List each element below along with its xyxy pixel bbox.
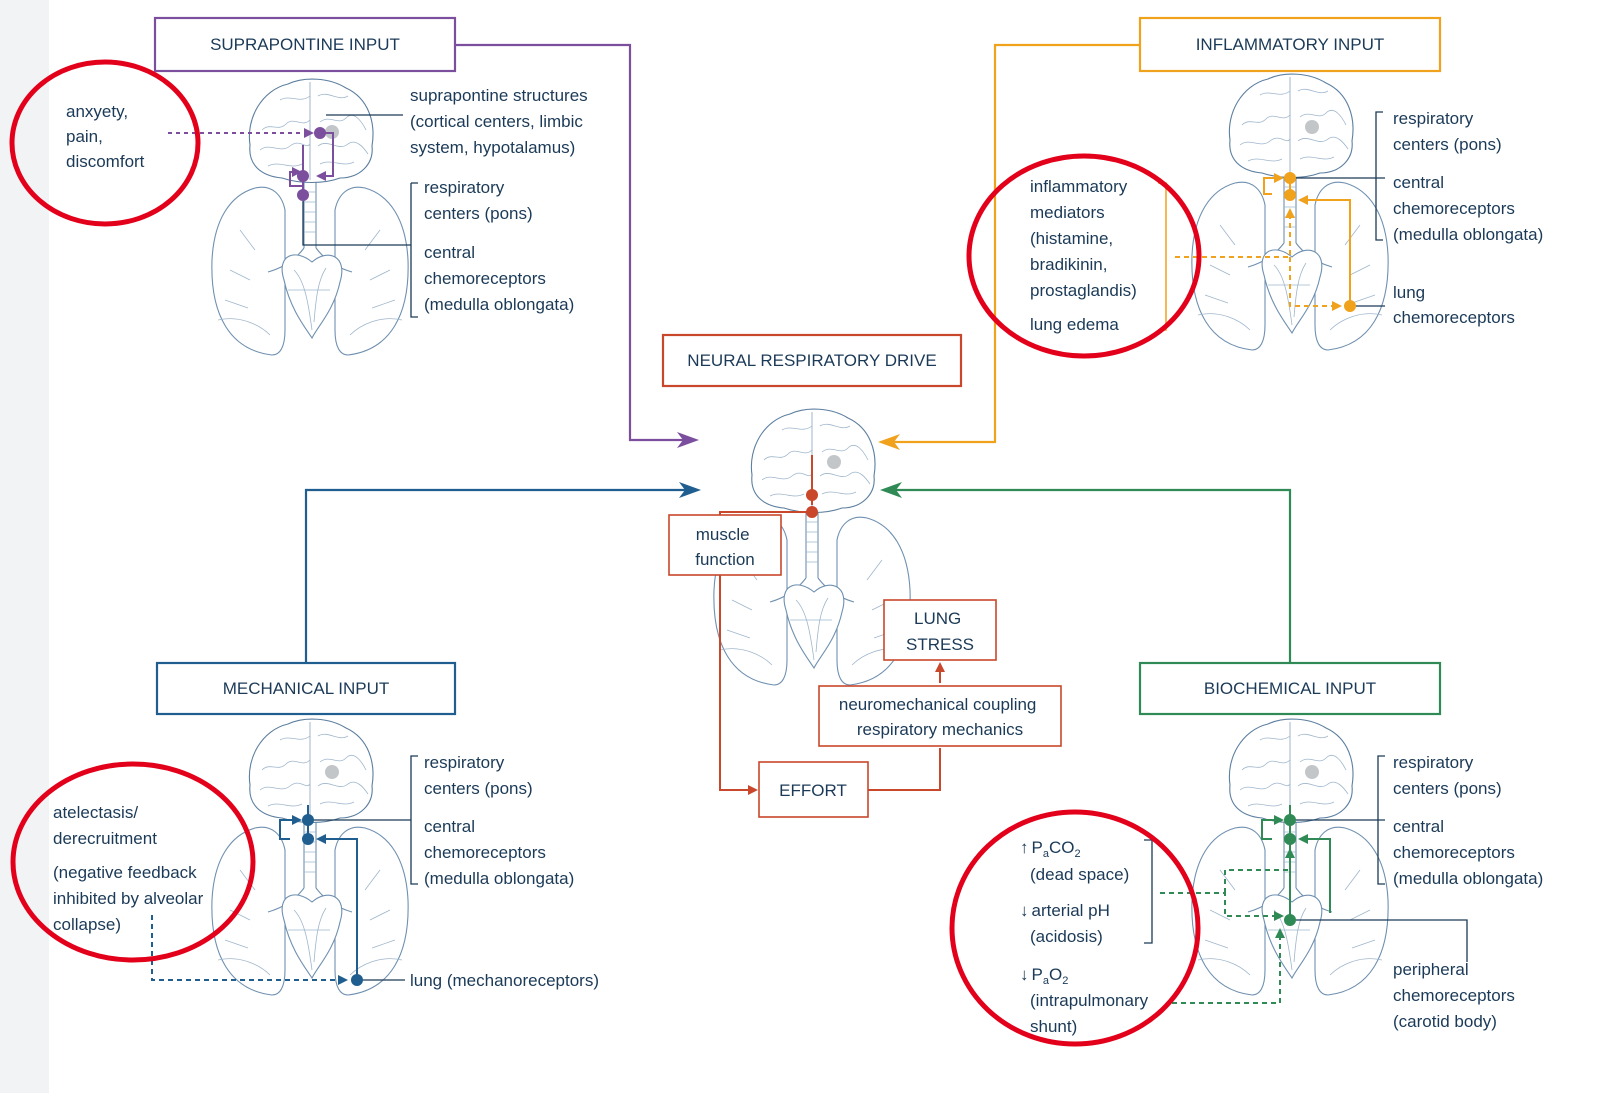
pons-node bbox=[297, 170, 309, 182]
biochemical-input-box bbox=[1138, 661, 1442, 716]
supra-chemo-label: central chemoreceptors (medulla oblongat… bbox=[424, 243, 574, 314]
highlight-circle-mediators bbox=[966, 153, 1202, 359]
paco2-label: ↑PaCO2 bbox=[1020, 838, 1081, 860]
bio-centers-label: respiratory centers (pons) bbox=[1393, 753, 1502, 798]
mech-medulla-node bbox=[302, 833, 314, 845]
bio-peripheral-node bbox=[1284, 914, 1296, 926]
inflam-chemo-label: central chemoreceptors (medulla oblongat… bbox=[1393, 173, 1543, 244]
lung-edema-label: lung edema bbox=[1030, 315, 1119, 334]
bio-pathway-a bbox=[1261, 815, 1284, 840]
bio-centers-bracket bbox=[1296, 755, 1385, 885]
biochemical-panel: BIOCHEMICAL INPUT respiratory centers (p… bbox=[880, 482, 1543, 1047]
mech-lung-node bbox=[351, 974, 363, 986]
bio-peripheral-pathway bbox=[1298, 834, 1331, 913]
atelectasis-label: atelectasis/ derecruitment bbox=[53, 803, 157, 848]
highlight-circle-atelectasis bbox=[10, 761, 256, 963]
inflammatory-input-box bbox=[1138, 16, 1442, 73]
suprapontine-input-title: SUPRAPONTINE INPUT bbox=[210, 35, 400, 54]
supra-structures-label: suprapontine structures (cortical center… bbox=[410, 86, 592, 157]
effort-to-coupling-line bbox=[868, 748, 941, 791]
lung-stress-label: LUNG STRESS bbox=[906, 609, 974, 654]
bio-peripheral-leader bbox=[1296, 919, 1468, 962]
bio-medulla-node bbox=[1284, 833, 1296, 845]
mech-centers-bracket bbox=[314, 755, 418, 885]
acidosis-label: (acidosis) bbox=[1030, 927, 1103, 946]
inflammatory-input-title: INFLAMMATORY INPUT bbox=[1196, 35, 1385, 54]
supra-centers-bracket bbox=[302, 182, 418, 318]
shunt-label: (intrapulmonary shunt) bbox=[1030, 991, 1153, 1036]
effort-label: EFFORT bbox=[779, 781, 847, 800]
inflam-medulla-node bbox=[1284, 189, 1296, 201]
mechanical-input-box bbox=[155, 661, 457, 716]
highlight-circle-biochemical bbox=[949, 809, 1201, 1047]
inflam-centers-bracket bbox=[1296, 111, 1385, 241]
mechanical-to-drive-arrow bbox=[304, 482, 701, 663]
mediators-lung-dashed-arrow bbox=[1289, 257, 1342, 311]
suprapontine-node bbox=[314, 127, 326, 139]
inflam-centers-label: respiratory centers (pons) bbox=[1393, 109, 1502, 154]
coupling-label: neuromechanical coupling respiratory mec… bbox=[839, 695, 1041, 739]
neural-drive-panel: NEURAL RESPIRATORY DRIVE muscle function… bbox=[661, 333, 1062, 818]
suprapontine-pathway-a bbox=[316, 132, 334, 181]
mediators-label: inflammatory mediators (histamine, bradi… bbox=[1030, 177, 1137, 300]
highlight-circle-anxiety bbox=[9, 59, 201, 227]
muscle-function-label: muscle function bbox=[695, 525, 755, 569]
pao2-dashed-arrow bbox=[1172, 928, 1285, 1004]
mech-centers-label: respiratory centers (pons) bbox=[424, 753, 533, 798]
inflam-pathway-a bbox=[1263, 173, 1284, 195]
bio-pons-node bbox=[1284, 814, 1296, 826]
ph-dashed-arrow bbox=[1224, 848, 1295, 893]
mech-lung-pathway bbox=[316, 834, 358, 980]
mech-pons-node bbox=[302, 814, 314, 826]
bio-chemo-label: central chemoreceptors (medulla oblongat… bbox=[1393, 817, 1543, 888]
medulla-node bbox=[297, 189, 309, 201]
dead-space-label: (dead space) bbox=[1030, 865, 1129, 884]
anxiety-label: anxyety, pain, discomfort bbox=[66, 102, 145, 171]
inflammatory-to-drive-arrow bbox=[878, 43, 1140, 450]
mech-pathway-a bbox=[279, 815, 302, 840]
suprapontine-to-drive-arrow bbox=[455, 43, 699, 448]
suprapontine-panel: SUPRAPONTINE INPUT suprapontine structur… bbox=[9, 16, 699, 448]
atelectasis-dashed-arrow bbox=[151, 915, 348, 985]
inflam-lung-pathway bbox=[1298, 195, 1351, 306]
lung-stress-box bbox=[883, 599, 997, 661]
paco2-dashed-arrow bbox=[1160, 892, 1284, 921]
mechanical-panel: MECHANICAL INPUT respiratory centers (po… bbox=[10, 482, 701, 996]
mediators-dashed-arrow bbox=[1175, 208, 1295, 258]
inflam-lung-node bbox=[1344, 300, 1356, 312]
drive-to-effort-arrow bbox=[719, 511, 812, 795]
drive-pons-node bbox=[806, 489, 818, 501]
biochemical-input-title: BIOCHEMICAL INPUT bbox=[1204, 679, 1376, 698]
bio-peripheral-label: peripheral chemoreceptors (carotid body) bbox=[1393, 960, 1520, 1031]
muscle-function-box bbox=[668, 514, 782, 576]
biochemical-to-drive-arrow bbox=[880, 482, 1292, 663]
pao2-label: ↓PaO2 bbox=[1020, 965, 1068, 987]
bio-circled-bracket bbox=[1144, 839, 1153, 944]
suprapontine-pathway-b bbox=[289, 167, 303, 187]
mechanical-input-title: MECHANICAL INPUT bbox=[223, 679, 390, 698]
effort-box bbox=[758, 761, 869, 818]
neural-drive-title: NEURAL RESPIRATORY DRIVE bbox=[687, 351, 936, 370]
ph-label: ↓arterial pH bbox=[1020, 901, 1110, 920]
suprapontine-input-box bbox=[153, 16, 457, 73]
supra-centers-label: respiratory centers (pons) bbox=[424, 178, 533, 223]
coupling-box bbox=[818, 685, 1062, 747]
mech-lung-label: lung (mechanoreceptors) bbox=[410, 971, 599, 990]
inflam-pons-node bbox=[1284, 172, 1296, 184]
atelectasis-note: (negative feedback inhibited by alveolar… bbox=[53, 863, 208, 934]
mech-chemo-label: central chemoreceptors (medulla oblongat… bbox=[424, 817, 574, 888]
neural-drive-box bbox=[661, 333, 963, 388]
inflam-lung-label: lung chemoreceptors bbox=[1393, 283, 1515, 327]
inflammatory-panel: INFLAMMATORY INPUT respiratory centers (… bbox=[878, 16, 1543, 450]
